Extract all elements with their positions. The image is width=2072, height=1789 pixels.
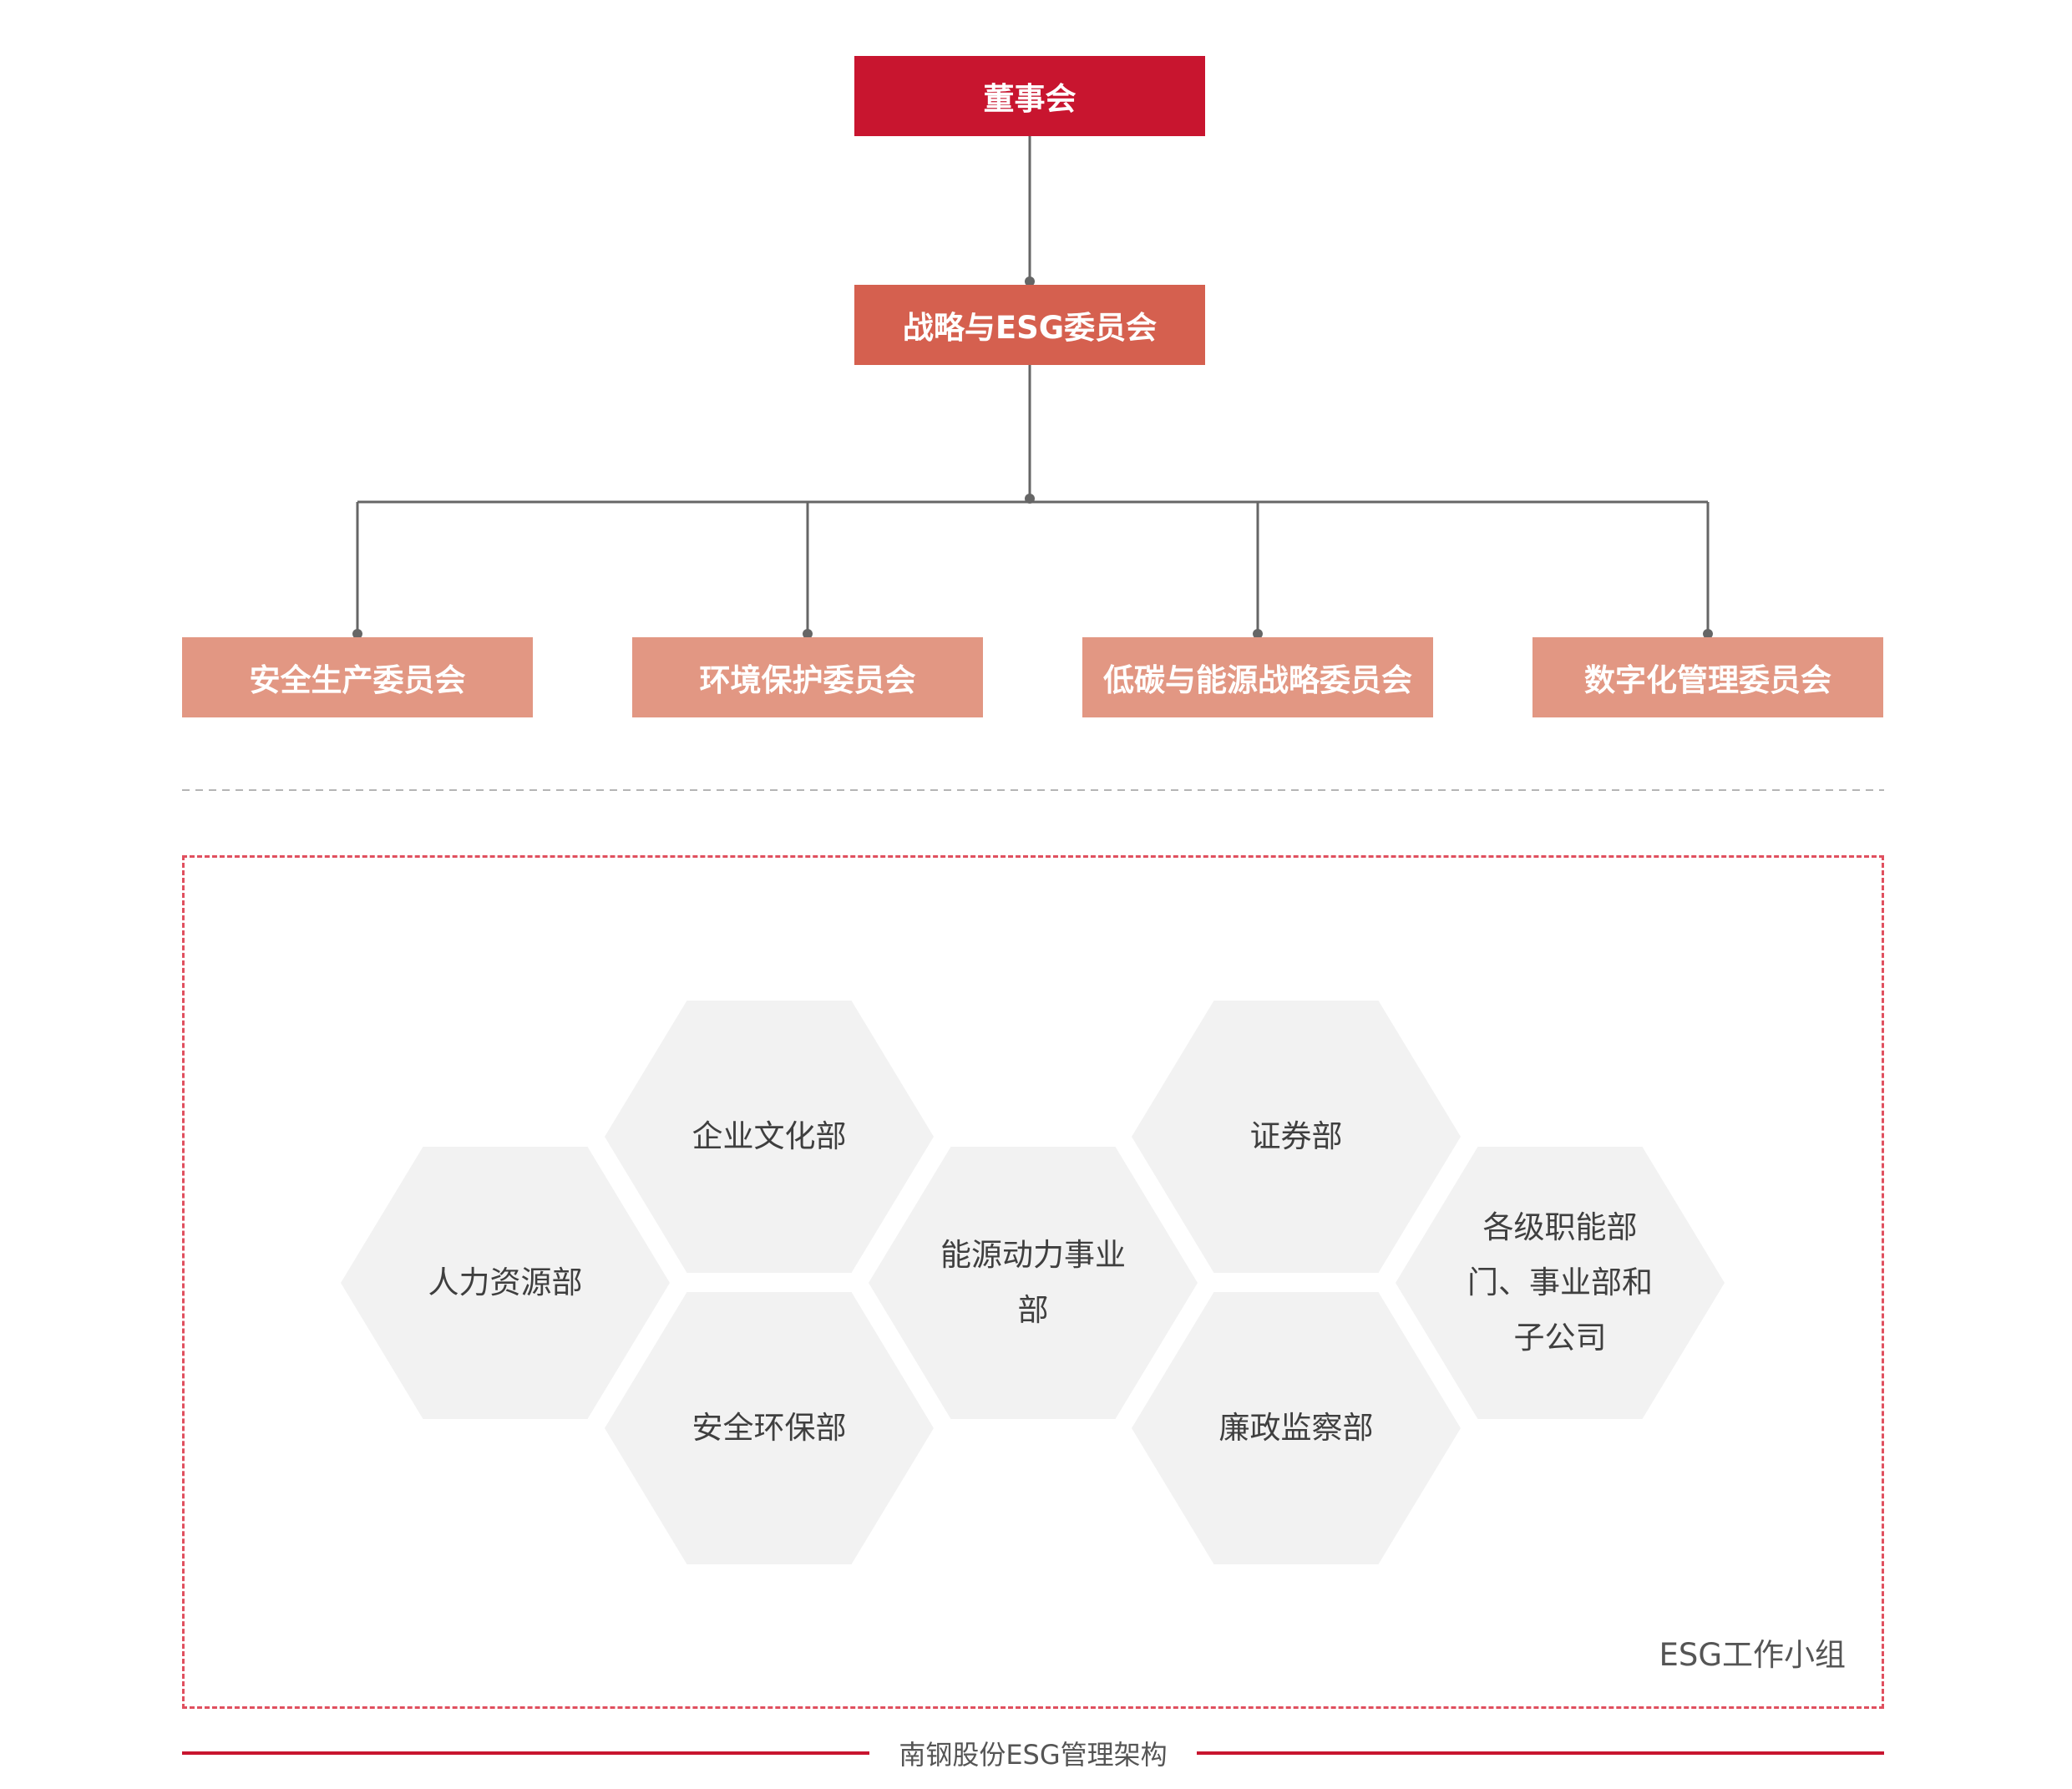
caption-rule-right [1197, 1751, 1884, 1755]
connector-dot [1253, 629, 1263, 639]
digital-management-committee-node: 数字化管理委员会 [1532, 637, 1883, 717]
strategy-esg-committee-node: 战略与ESG委员会 [854, 285, 1205, 365]
esg-working-group-frame: ESG工作小组 [182, 855, 1884, 1709]
safety-production-committee-node: 安全生产委员会 [182, 637, 533, 717]
environmental-protection-committee-node: 环境保护委员会 [632, 637, 983, 717]
connector-dot [1025, 276, 1035, 286]
hex-hr-department: 人力资源部 [341, 1147, 670, 1419]
figure-caption: 南钢股份ESG管理架构 [899, 1739, 1168, 1771]
connector-dot [1025, 494, 1035, 504]
caption-rule-left [182, 1751, 869, 1755]
board-node: 董事会 [854, 56, 1205, 136]
low-carbon-energy-committee-node: 低碳与能源战略委员会 [1082, 637, 1433, 717]
connector-dot [1703, 629, 1713, 639]
working-group-label: ESG工作小组 [1659, 1637, 1846, 1673]
connector-dot [803, 629, 813, 639]
connector-dot [352, 629, 362, 639]
